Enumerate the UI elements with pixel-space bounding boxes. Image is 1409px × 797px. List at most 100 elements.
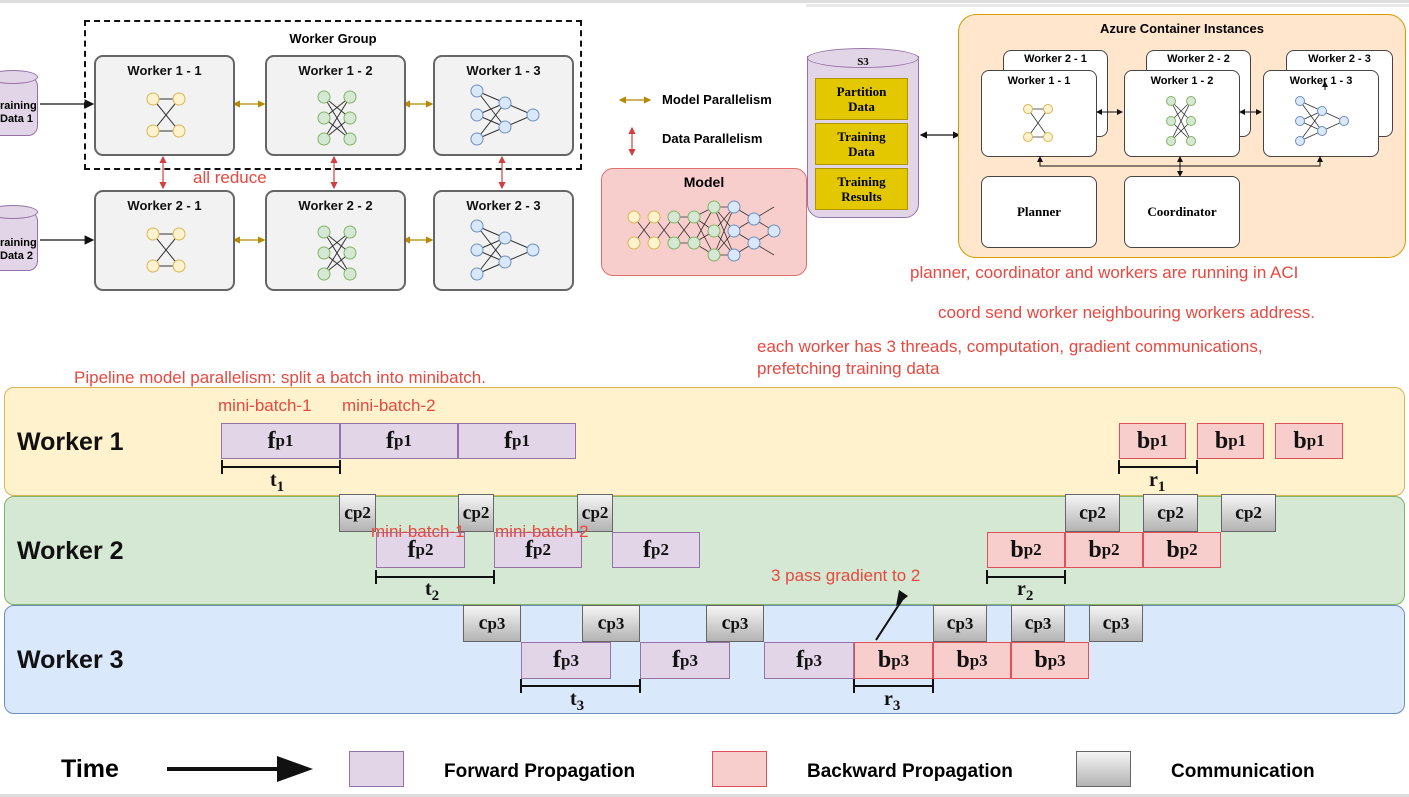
note-mini-batch-2-w2: mini-batch-2 bbox=[495, 522, 589, 541]
worker-2-2-label: Worker 2 - 2 bbox=[298, 198, 373, 213]
r3-label: r3 bbox=[884, 688, 901, 714]
model-box: Model bbox=[601, 168, 807, 276]
top-divider bbox=[0, 0, 1409, 3]
aci-connectors bbox=[1037, 81, 1328, 177]
s3-item-training-results: Training Results bbox=[815, 168, 908, 210]
training-data-label-2: raining Data 2 bbox=[0, 237, 37, 262]
worker-1-2-box: Worker 1 - 2 bbox=[265, 55, 406, 156]
note-threads: each worker has 3 threads, computation, … bbox=[757, 337, 1263, 378]
worker-1-1-label: Worker 1 - 1 bbox=[127, 63, 202, 78]
note-mini-batch-1-w2: mini-batch-1 bbox=[371, 522, 465, 541]
network-icon bbox=[146, 227, 186, 273]
worker-1-2-label: Worker 1 - 2 bbox=[298, 63, 373, 78]
s3-title: S3 bbox=[857, 56, 869, 68]
t3-label: t3 bbox=[570, 688, 585, 714]
all-reduce-note: all reduce bbox=[193, 168, 267, 187]
time-arrow-icon bbox=[167, 756, 313, 782]
worker-2-3-box: Worker 2 - 3 bbox=[433, 190, 574, 291]
model-network-icon bbox=[627, 200, 781, 262]
worker-2-2-box: Worker 2 - 2 bbox=[265, 190, 406, 291]
t1-label: t1 bbox=[270, 469, 285, 495]
training-data-cylinder-2: raining Data 2 bbox=[0, 205, 38, 273]
network-icon bbox=[470, 219, 540, 281]
network-icon bbox=[470, 84, 540, 146]
note-pass-gradient: 3 pass gradient to 2 bbox=[771, 566, 921, 585]
lane-label-worker-2: Worker 2 bbox=[17, 537, 124, 565]
note-mini-batch-2: mini-batch-2 bbox=[342, 396, 436, 415]
legend-time-label: Time bbox=[61, 755, 119, 783]
legend-backward-label: Backward Propagation bbox=[807, 761, 1013, 782]
network-icon bbox=[317, 90, 357, 146]
worker-1-3-box: Worker 1 - 3 bbox=[433, 55, 574, 156]
network-icon bbox=[1295, 96, 1349, 146]
aci-worker-1-2-label: Worker 1 - 2 bbox=[1150, 75, 1214, 87]
worker-1-1-box: Worker 1 - 1 bbox=[94, 55, 235, 156]
legend-data-parallelism: Data Parallelism bbox=[662, 131, 763, 146]
aci-worker-2-2-label: Worker 2 - 2 bbox=[1167, 53, 1230, 65]
note-mini-batch-1: mini-batch-1 bbox=[218, 396, 312, 415]
aci-worker-1-3-label: Worker 1 - 3 bbox=[1289, 75, 1353, 87]
aci-worker-2-1-label: Worker 2 - 1 bbox=[1024, 53, 1087, 65]
training-data-label-1: raining Data 1 bbox=[0, 100, 37, 125]
legend-forward-swatch bbox=[349, 751, 404, 787]
worker-2-1-box: Worker 2 - 1 bbox=[94, 190, 235, 291]
legend-communication-swatch bbox=[1076, 751, 1131, 787]
legend-backward-swatch bbox=[712, 751, 767, 787]
r1-label: r1 bbox=[1149, 469, 1166, 495]
right-panel-divider bbox=[806, 4, 1409, 7]
legend-communication-label: Communication bbox=[1171, 761, 1315, 782]
s3-item-partition-data: Partition Data bbox=[815, 78, 908, 120]
worker-2-3-label: Worker 2 - 3 bbox=[466, 198, 541, 213]
lane-label-worker-1: Worker 1 bbox=[17, 428, 124, 456]
aci-worker-1-3: Worker 1 - 3 bbox=[1263, 70, 1379, 157]
worker-2-1-label: Worker 2 - 1 bbox=[127, 198, 202, 213]
legend-forward-label: Forward Propagation bbox=[444, 761, 636, 782]
lane-worker-1: Worker 1 bbox=[4, 387, 1405, 496]
bottom-divider bbox=[0, 794, 1409, 797]
legend-model-parallelism: Model Parallelism bbox=[662, 92, 772, 107]
worker-group-connectors bbox=[40, 96, 652, 245]
aci-title: Azure Container Instances bbox=[1100, 21, 1264, 36]
worker-group-title: Worker Group bbox=[289, 31, 377, 46]
lane-label-worker-3: Worker 3 bbox=[17, 646, 124, 674]
note-coord-send: coord send worker neighbouring workers a… bbox=[938, 303, 1316, 322]
aci-worker-2-3-label: Worker 2 - 3 bbox=[1308, 53, 1371, 65]
network-icon bbox=[317, 225, 357, 281]
training-data-cylinder-1: raining Data 1 bbox=[0, 70, 38, 138]
coordinator-box: Coordinator bbox=[1124, 176, 1240, 248]
note-aci-running: planner, coordinator and workers are run… bbox=[910, 263, 1299, 282]
planner-box: Planner bbox=[981, 176, 1097, 248]
t2-label: t2 bbox=[425, 578, 440, 604]
model-title: Model bbox=[683, 174, 725, 190]
worker-1-3-label: Worker 1 - 3 bbox=[466, 63, 541, 78]
s3-item-training-data: Training Data bbox=[815, 123, 908, 165]
aci-worker-1-1-label: Worker 1 - 1 bbox=[1007, 75, 1071, 87]
network-icon bbox=[1166, 96, 1196, 146]
